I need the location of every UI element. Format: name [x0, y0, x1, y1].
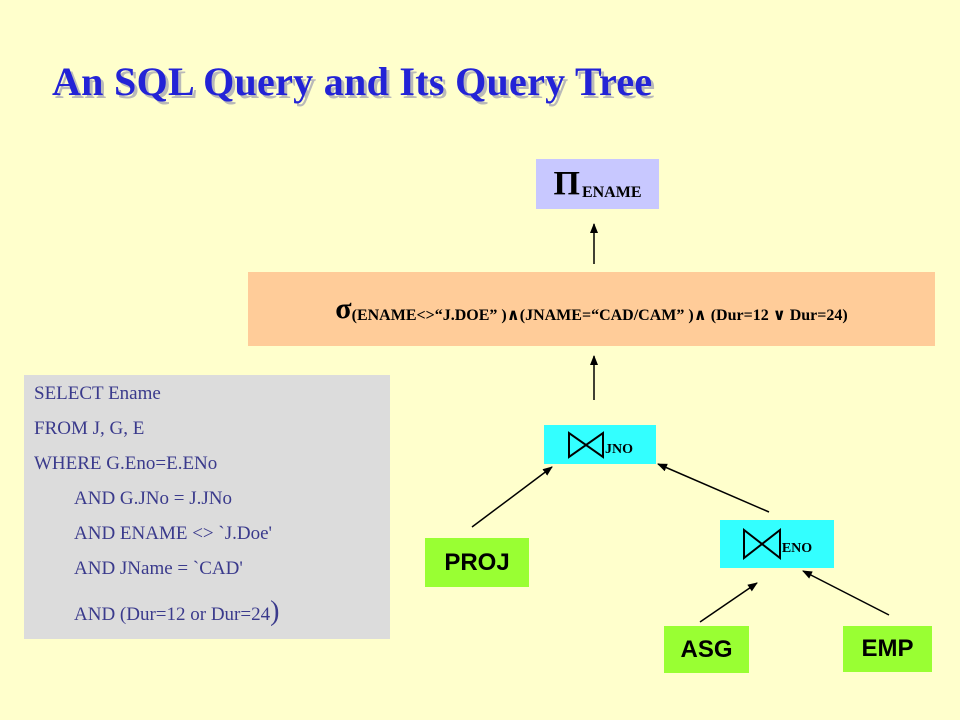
sql-closing-paren: ): [270, 596, 280, 627]
projection-node: Π ENAME: [536, 159, 659, 209]
join-node-eno: ENO: [720, 520, 834, 568]
edge-proj-to-join-jno: [471, 466, 553, 528]
edge-emp-to-join-eno: [802, 570, 890, 616]
selection-condition: (ENAME<>“J.DOE” )∧(JNAME=“CAD/CAM” )∧ (D…: [351, 307, 848, 324]
join-node-jno: JNO: [544, 425, 656, 464]
edge-asg-to-join-eno: [699, 582, 758, 623]
sql-line-select: SELECT Ename: [34, 383, 161, 404]
edge-join-eno-to-join-jno: [657, 463, 770, 513]
bowtie-join-icon: [742, 528, 781, 560]
relation-asg: ASG: [664, 626, 749, 673]
sql-line-and-ename: AND ENAME <> `J.Doe': [74, 523, 272, 544]
relation-emp: EMP: [843, 626, 932, 672]
sql-line-and-jname: AND JName = `CAD': [74, 558, 243, 579]
join-attribute-eno: ENO: [781, 541, 813, 556]
join-attribute-jno: JNO: [605, 441, 633, 457]
sql-line-from: FROM J, G, E: [34, 418, 145, 439]
sql-line-and-dur-text: AND (Dur=12 or Dur=24: [74, 604, 271, 625]
sigma-symbol: σ: [335, 292, 352, 325]
sql-line-and-jno: AND G.JNo = J.JNo: [74, 488, 232, 509]
pi-symbol: Π: [553, 165, 580, 202]
projection-attribute: ENAME: [581, 184, 642, 201]
sql-line-and-dur: AND (Dur=12 or Dur=24): [74, 598, 279, 626]
sql-query-box: SELECT Ename FROM J, G, E WHERE G.Eno=E.…: [24, 375, 390, 639]
selection-node: σ (ENAME<>“J.DOE” )∧(JNAME=“CAD/CAM” )∧ …: [248, 272, 935, 346]
bowtie-join-icon: [568, 430, 604, 459]
slide-title: An SQL Query and Its Query Tree: [52, 59, 653, 104]
relation-proj: PROJ: [425, 538, 529, 587]
sql-line-where: WHERE G.Eno=E.ENo: [34, 453, 218, 474]
